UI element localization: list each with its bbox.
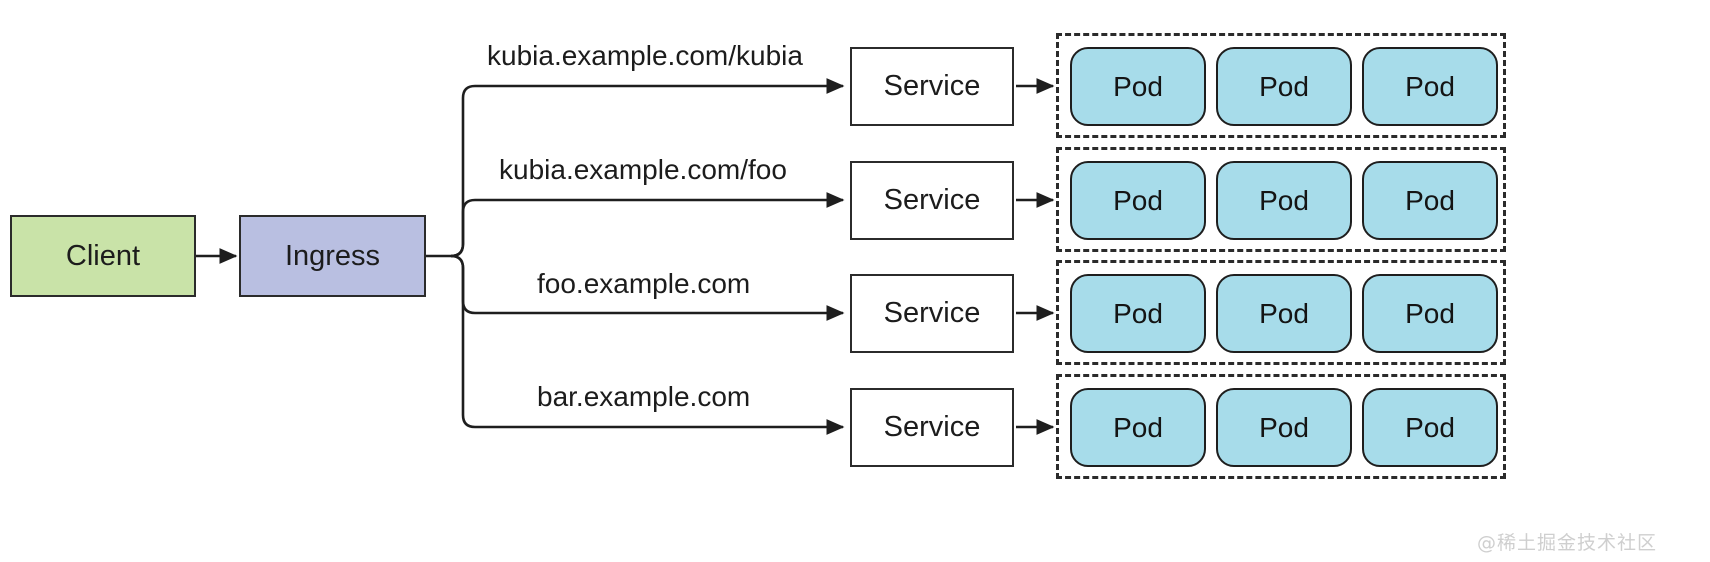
route-rule-1: kubia.example.com/kubia — [487, 40, 803, 71]
pod-label: Pod — [1113, 411, 1163, 443]
pod-2-1[interactable]: Pod — [1070, 161, 1206, 240]
route-rule-4: bar.example.com — [537, 381, 751, 412]
pod-2-3[interactable]: Pod — [1362, 161, 1498, 240]
service-node-4[interactable]: Service — [850, 388, 1014, 467]
pod-group-4: Pod Pod Pod — [1056, 374, 1506, 479]
route-rule-2: kubia.example.com/foo — [499, 154, 787, 185]
pod-1-2[interactable]: Pod — [1216, 47, 1352, 126]
service-node-1[interactable]: Service — [850, 47, 1014, 126]
pod-label: Pod — [1113, 70, 1163, 102]
client-node[interactable]: Client — [10, 215, 196, 297]
pod-label: Pod — [1113, 297, 1163, 329]
client-label: Client — [65, 239, 141, 272]
pod-label: Pod — [1259, 297, 1309, 329]
pod-3-2[interactable]: Pod — [1216, 274, 1352, 353]
watermark: @稀土掘金技术社区 — [1477, 532, 1658, 554]
pod-group-2: Pod Pod Pod — [1056, 147, 1506, 252]
pod-label: Pod — [1259, 411, 1309, 443]
route-rule-3: foo.example.com — [537, 268, 751, 299]
ingress-node[interactable]: Ingress — [239, 215, 426, 297]
pod-label: Pod — [1405, 297, 1455, 329]
pod-label: Pod — [1405, 184, 1455, 216]
pod-label: Pod — [1405, 411, 1455, 443]
service-node-3[interactable]: Service — [850, 274, 1014, 353]
pod-label: Pod — [1113, 184, 1163, 216]
service-label-4: Service — [883, 411, 981, 443]
service-label-1: Service — [883, 70, 981, 102]
pod-2-2[interactable]: Pod — [1216, 161, 1352, 240]
pod-4-1[interactable]: Pod — [1070, 388, 1206, 467]
pod-label: Pod — [1259, 70, 1309, 102]
pod-group-3: Pod Pod Pod — [1056, 260, 1506, 365]
pod-4-3[interactable]: Pod — [1362, 388, 1498, 467]
service-node-2[interactable]: Service — [850, 161, 1014, 240]
ingress-label: Ingress — [284, 239, 381, 272]
pod-3-3[interactable]: Pod — [1362, 274, 1498, 353]
service-label-3: Service — [883, 297, 981, 329]
pod-4-2[interactable]: Pod — [1216, 388, 1352, 467]
pod-1-3[interactable]: Pod — [1362, 47, 1498, 126]
pod-label: Pod — [1405, 70, 1455, 102]
pod-group-1: Pod Pod Pod — [1056, 33, 1506, 138]
pod-1-1[interactable]: Pod — [1070, 47, 1206, 126]
service-label-2: Service — [883, 184, 981, 216]
pod-label: Pod — [1259, 184, 1309, 216]
pod-3-1[interactable]: Pod — [1070, 274, 1206, 353]
